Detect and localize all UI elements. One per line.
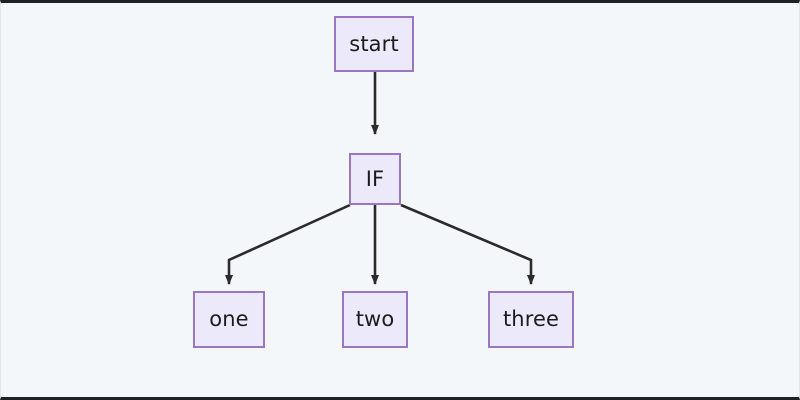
node-one[interactable]: one [193, 291, 265, 348]
node-three-label: three [502, 307, 560, 331]
node-three[interactable]: three [488, 291, 574, 348]
node-start[interactable]: start [334, 16, 414, 72]
edge-if-one [225, 203, 351, 285]
edge-if-three [400, 203, 535, 285]
node-start-label: start [349, 31, 399, 56]
edge-layer [225, 72, 535, 285]
node-if-label: IF [365, 166, 385, 191]
node-one-label: one [209, 307, 249, 331]
node-if[interactable]: IF [349, 153, 401, 205]
node-two-label: two [355, 307, 395, 331]
node-two[interactable]: two [342, 291, 408, 348]
